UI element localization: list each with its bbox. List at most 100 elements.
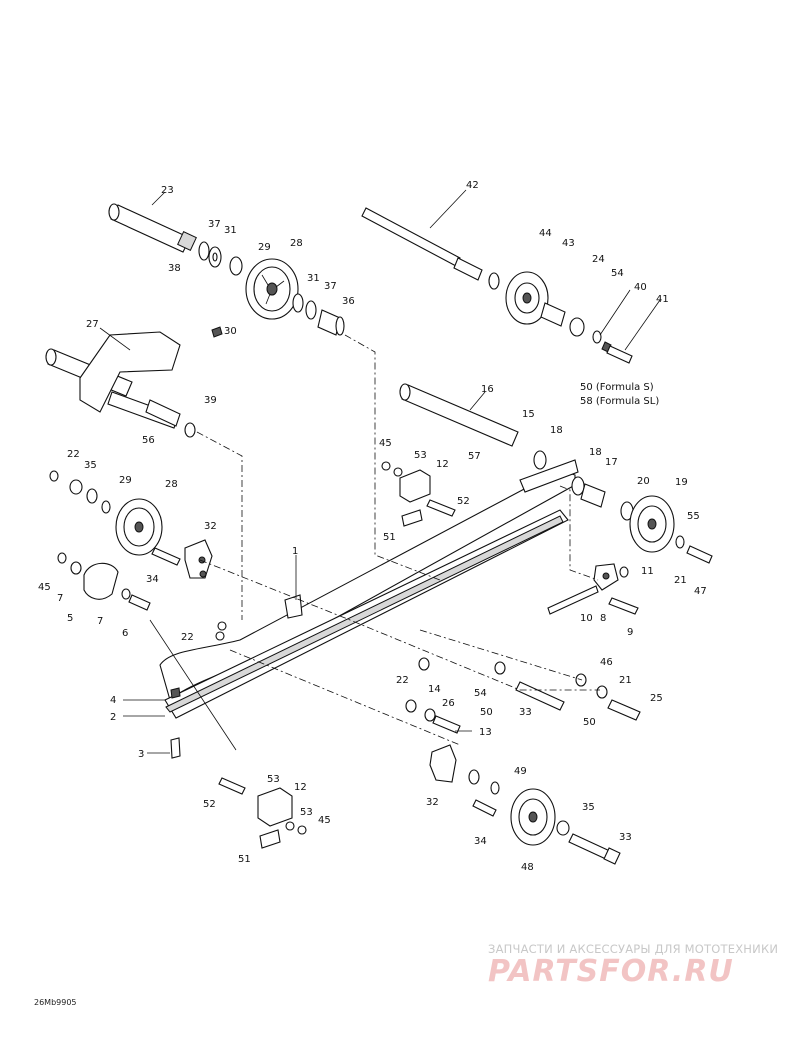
label-33: 33 [519, 707, 532, 718]
watermark-logo: PARTSFOR.RU [488, 954, 734, 989]
adjuster-8 [547, 563, 639, 615]
label-37b: 37 [324, 281, 337, 292]
label-24: 24 [592, 254, 605, 265]
idler-wheel-28-left [49, 470, 163, 556]
label-54b: 54 [474, 688, 487, 699]
label-48: 48 [521, 862, 534, 873]
cushion-12-upper [381, 461, 456, 527]
label-27: 27 [86, 319, 99, 330]
label-53: 53 [414, 450, 427, 461]
suspension-arm-27 [45, 326, 223, 438]
label-15: 15 [522, 409, 535, 420]
label-32: 32 [204, 521, 217, 532]
label-52b: 52 [203, 799, 216, 810]
label-7b: 7 [97, 616, 103, 627]
label-45b: 45 [38, 582, 51, 593]
label-2: 2 [110, 712, 116, 723]
label-30: 30 [224, 326, 237, 337]
label-50b: 50 [583, 717, 596, 728]
label-44: 44 [539, 228, 552, 239]
label-18b: 18 [589, 447, 602, 458]
watermark-tagline: ЗАПЧАСТИ И АКСЕССУАРЫ ДЛЯ МОТОТЕХНИКИ [488, 942, 779, 956]
label-5: 5 [67, 613, 73, 624]
label-46: 46 [600, 657, 613, 668]
label-16: 16 [481, 384, 494, 395]
label-22: 22 [67, 449, 80, 460]
label-28: 28 [290, 238, 303, 249]
label-50: 50 [480, 707, 493, 718]
label-39: 39 [204, 395, 217, 406]
label-52: 52 [457, 496, 470, 507]
label-50-formula-s: 50 (Formula S) [580, 382, 654, 393]
label-22b: 22 [181, 632, 194, 643]
label-11: 11 [641, 566, 654, 577]
label-53b: 53 [267, 774, 280, 785]
label-35: 35 [84, 460, 97, 471]
label-20: 20 [637, 476, 650, 487]
spacer-31-37-36 [292, 293, 345, 336]
stopper-5 [57, 552, 151, 611]
label-18: 18 [550, 425, 563, 436]
label-23: 23 [161, 185, 174, 196]
label-40: 40 [634, 282, 647, 293]
shaft-16 [399, 383, 547, 470]
label-42: 42 [466, 180, 479, 191]
leader-lines [99, 189, 661, 754]
label-53c: 53 [300, 807, 313, 818]
label-38: 38 [168, 263, 181, 274]
label-9: 9 [627, 627, 633, 638]
label-8: 8 [600, 613, 606, 624]
label-3: 3 [138, 749, 144, 760]
label-1: 1 [292, 546, 298, 557]
idler-wheel-28-top [245, 258, 299, 320]
label-31: 31 [224, 225, 237, 236]
label-43: 43 [562, 238, 575, 249]
label-7: 7 [57, 593, 63, 604]
bolt-41 [601, 341, 633, 364]
label-56: 56 [142, 435, 155, 446]
label-55: 55 [687, 511, 700, 522]
label-21: 21 [674, 575, 687, 586]
label-12: 12 [436, 459, 449, 470]
label-13: 13 [479, 727, 492, 738]
shaft-23 [108, 203, 197, 253]
lower-hardware [170, 621, 641, 759]
label-45: 45 [379, 438, 392, 449]
label-28b: 28 [165, 479, 178, 490]
label-21b: 21 [619, 675, 632, 686]
label-6: 6 [122, 628, 128, 639]
spacer-24-54 [540, 302, 602, 344]
shaft-42 [361, 207, 500, 290]
label-4: 4 [110, 695, 116, 706]
idler-wheel-48 [510, 788, 621, 865]
part-labels: 23 37 31 38 29 28 31 37 36 42 44 43 24 5… [38, 180, 707, 873]
idler-wheel-43 [505, 271, 549, 325]
label-51: 51 [383, 532, 396, 543]
bracket-32-upper [151, 539, 213, 579]
label-14: 14 [428, 684, 441, 695]
label-19: 19 [675, 477, 688, 488]
label-37: 37 [208, 219, 221, 230]
rear-assembly-19 [571, 476, 713, 564]
label-34b: 34 [474, 836, 487, 847]
label-47: 47 [694, 586, 707, 597]
label-41: 41 [656, 294, 669, 305]
label-45c: 45 [318, 815, 331, 826]
label-51b: 51 [238, 854, 251, 865]
drawing-code: 26Mb9905 [34, 998, 77, 1007]
label-31b: 31 [307, 273, 320, 284]
label-32b: 32 [426, 797, 439, 808]
label-35b: 35 [582, 802, 595, 813]
label-54: 54 [611, 268, 624, 279]
label-57: 57 [468, 451, 481, 462]
label-12b: 12 [294, 782, 307, 793]
label-29b: 29 [119, 475, 132, 486]
label-49: 49 [514, 766, 527, 777]
label-33b: 33 [619, 832, 632, 843]
bracket-32-lower [429, 744, 500, 817]
label-17: 17 [605, 457, 618, 468]
cushion-12-lower [218, 777, 307, 849]
label-10: 10 [580, 613, 593, 624]
assembly-lines [149, 334, 600, 751]
